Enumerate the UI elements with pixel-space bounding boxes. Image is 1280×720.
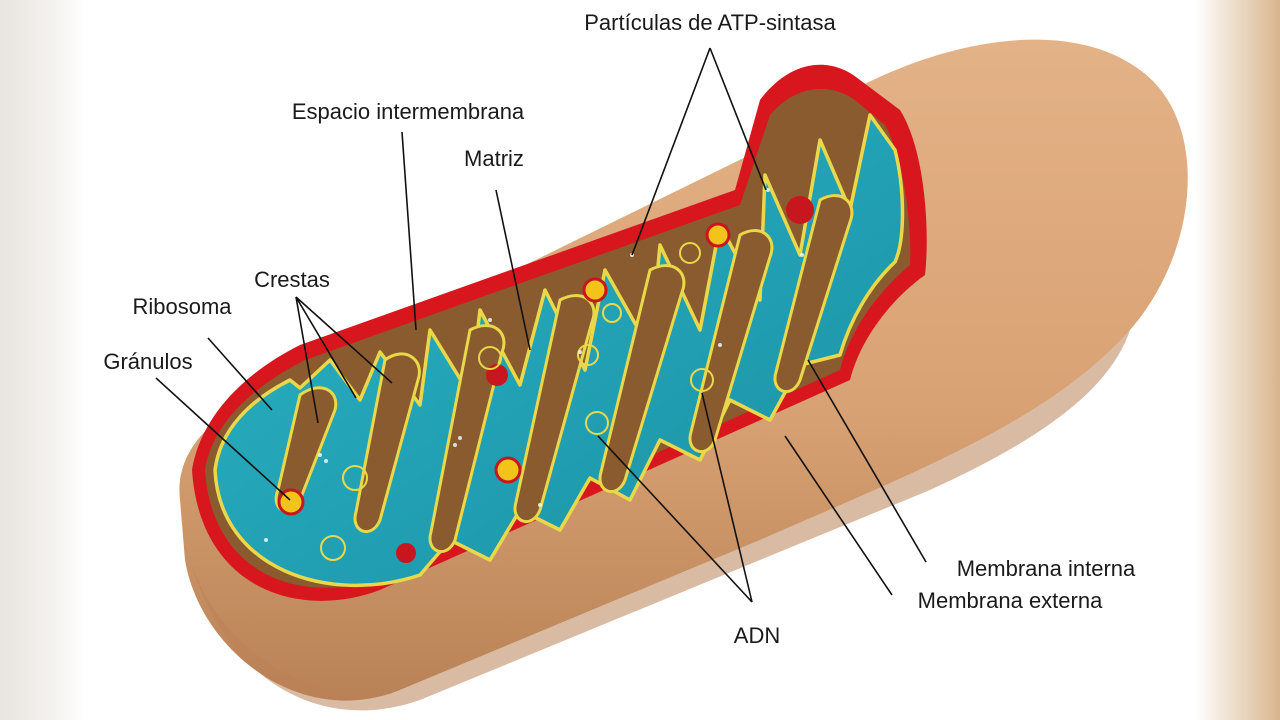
leader-matrix — [495, 189, 531, 351]
leader-lines — [155, 47, 927, 603]
granule — [582, 277, 608, 303]
leader-cristae-2 — [295, 296, 357, 399]
leader-outer-membrane — [784, 435, 893, 596]
label-cristae: Crestas — [254, 267, 330, 292]
dna-ring — [679, 242, 701, 264]
ribosome — [786, 196, 814, 224]
cristae-folds — [274, 194, 854, 553]
leader-ribosome — [207, 337, 273, 411]
label-ribosome: Ribosoma — [132, 294, 232, 319]
leader-inner-membrane — [807, 359, 927, 563]
leader-atp-2 — [709, 47, 767, 191]
dna-ring — [690, 368, 714, 392]
left-blurred-margin — [0, 0, 84, 720]
leader-cristae-3 — [295, 296, 393, 384]
label-outer-membrane: Membrana externa — [918, 588, 1103, 613]
dna-ring — [320, 535, 346, 561]
label-matrix: Matriz — [464, 146, 524, 171]
leader-cristae-1 — [295, 296, 319, 424]
leader-dna-1 — [597, 435, 753, 603]
ribosome — [396, 543, 416, 563]
right-blurred-margin — [1196, 0, 1280, 720]
granules-group — [277, 222, 731, 516]
dna-ring — [602, 303, 622, 323]
leader-intermembrane — [401, 131, 417, 331]
label-intermembrane-space: Espacio intermembrana — [292, 99, 525, 124]
granule — [494, 456, 522, 484]
label-atp-synthase: Partículas de ATP-sintasa — [584, 10, 836, 35]
dna-ring — [585, 411, 609, 435]
leader-atp-1 — [631, 47, 711, 256]
dna-ring — [478, 346, 502, 370]
dna-ring — [577, 344, 599, 366]
label-inner-membrane: Membrana interna — [957, 556, 1136, 581]
granule — [705, 222, 731, 248]
label-dna: ADN — [734, 623, 780, 648]
dna-rings — [320, 242, 714, 561]
matrix-specks — [264, 188, 804, 542]
dna-ring — [342, 465, 368, 491]
label-granules: Gránulos — [103, 349, 192, 374]
leader-granules — [155, 377, 291, 501]
leader-dna-2 — [701, 392, 753, 603]
